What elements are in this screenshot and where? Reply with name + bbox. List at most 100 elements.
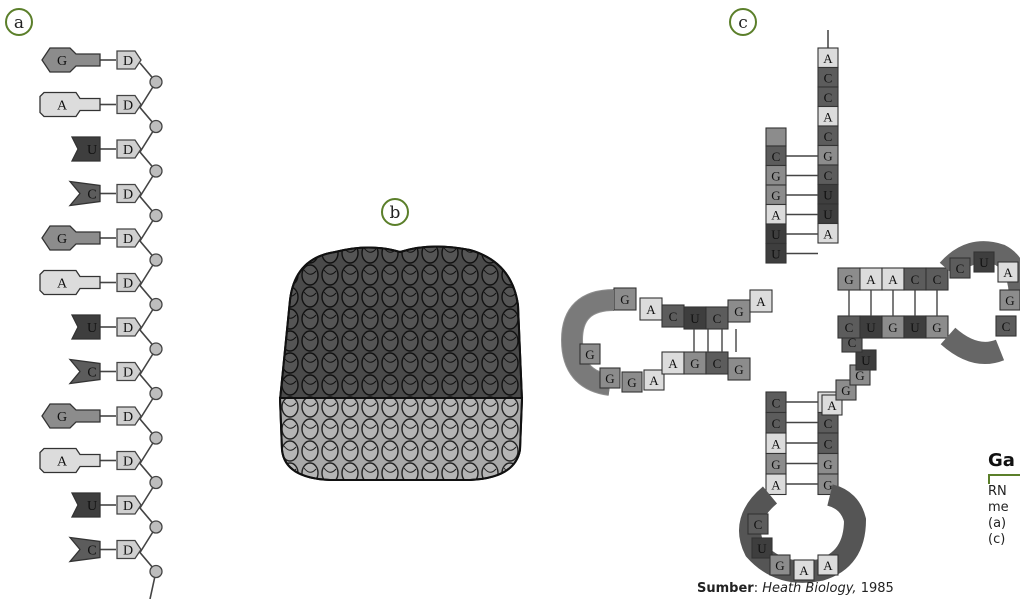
nucleotide-cell: C bbox=[766, 146, 786, 166]
base-label: U bbox=[87, 321, 97, 336]
nucleotide-cell: G bbox=[770, 555, 790, 575]
label-a: a bbox=[6, 9, 32, 35]
nucleotide-cell: U bbox=[752, 538, 772, 558]
phosphate-circle bbox=[150, 210, 162, 222]
nucleotide-cell: G bbox=[600, 368, 620, 388]
base-label: U bbox=[771, 246, 781, 261]
nucleotide-cell: A bbox=[860, 268, 882, 290]
base-label: A bbox=[649, 373, 659, 388]
base-label: A bbox=[668, 356, 678, 371]
nucleotide-cell: U bbox=[766, 244, 786, 264]
base-label: C bbox=[824, 90, 833, 105]
base-label: A bbox=[771, 207, 781, 222]
base-label: C bbox=[956, 261, 965, 276]
base-label: G bbox=[734, 362, 743, 377]
sugar-label: D bbox=[123, 410, 133, 425]
sugar-label: D bbox=[123, 54, 133, 69]
nucleotide-cell: A bbox=[882, 268, 904, 290]
nucleotide-cell: A bbox=[818, 555, 838, 575]
base-label: G bbox=[771, 457, 780, 472]
caption-line: (a) bbox=[988, 516, 1020, 532]
nucleotide-cell: C bbox=[818, 165, 838, 185]
base-shape bbox=[42, 404, 100, 428]
base-label: A bbox=[771, 436, 781, 451]
base-label: A bbox=[756, 294, 766, 309]
label-c: c bbox=[730, 9, 756, 35]
sugar-label: D bbox=[123, 277, 133, 292]
base-label: C bbox=[824, 436, 833, 451]
sugar-label: D bbox=[123, 188, 133, 203]
base-label: C bbox=[772, 416, 781, 431]
source-citation: Sumber: Heath Biology, 1985 bbox=[697, 581, 894, 596]
nucleotide-cell: C bbox=[904, 268, 926, 290]
nucleotide-cell: A bbox=[766, 205, 786, 225]
base-label: C bbox=[1002, 319, 1011, 334]
phosphate-circle bbox=[150, 299, 162, 311]
nucleotide-cell: U bbox=[904, 316, 926, 338]
base-label: A bbox=[823, 109, 833, 124]
nucleotide: DU bbox=[72, 493, 162, 533]
caption-rule bbox=[988, 474, 1020, 484]
nucleotide-cell: C bbox=[996, 316, 1016, 336]
nucleotide-cell: U bbox=[818, 185, 838, 205]
base-label: G bbox=[844, 272, 853, 287]
nucleotide-cell: C bbox=[926, 268, 948, 290]
base-label: C bbox=[824, 70, 833, 85]
nucleotide-cell: G bbox=[728, 300, 750, 322]
sugar-label: D bbox=[123, 143, 133, 158]
base-label: A bbox=[57, 99, 68, 114]
base-label: G bbox=[932, 320, 941, 335]
nucleotide-cell: U bbox=[974, 252, 994, 272]
nucleotide-cell: C bbox=[838, 316, 860, 338]
nucleotide-cell: G bbox=[766, 166, 786, 186]
sugar-label: D bbox=[123, 455, 133, 470]
sugar-label: D bbox=[123, 99, 133, 114]
nucleotide-cell: G bbox=[926, 316, 948, 338]
figure-caption: Ga RN me (a) (c) bbox=[988, 450, 1020, 548]
base-label: A bbox=[57, 455, 68, 470]
caption-title: Ga bbox=[988, 450, 1020, 472]
base-label: G bbox=[823, 148, 832, 163]
nucleotide-cell: G bbox=[818, 454, 838, 475]
nucleotide: DC bbox=[70, 360, 162, 400]
base-label: C bbox=[713, 356, 722, 371]
base-label: G bbox=[605, 371, 614, 386]
base-label: U bbox=[823, 187, 833, 202]
base-label: G bbox=[585, 347, 594, 362]
nucleotide-cell: A bbox=[818, 107, 838, 127]
label-a-text: a bbox=[14, 13, 24, 33]
base-label: A bbox=[646, 302, 656, 317]
base-label: G bbox=[57, 232, 67, 247]
base-label: C bbox=[87, 188, 96, 203]
nucleotide-cell: A bbox=[794, 560, 814, 580]
base-label: C bbox=[772, 149, 781, 164]
nucleotide: DC bbox=[70, 538, 162, 578]
base-label: C bbox=[87, 544, 96, 559]
nucleotide: DU bbox=[72, 137, 162, 177]
base-label: G bbox=[771, 168, 780, 183]
base-label: G bbox=[841, 383, 850, 398]
nucleotide-cell: G bbox=[766, 185, 786, 205]
base-label: C bbox=[933, 272, 942, 287]
nucleotide-cell: G bbox=[728, 358, 750, 380]
caption-line: RN bbox=[988, 484, 1020, 500]
nucleotide-cell: A bbox=[662, 352, 684, 374]
base-label: G bbox=[1005, 293, 1014, 308]
nucleotide-cell: A bbox=[644, 370, 664, 390]
nucleotide-cell: C bbox=[818, 433, 838, 454]
base-label: C bbox=[911, 272, 920, 287]
base-label: G bbox=[888, 320, 897, 335]
phosphate-circle bbox=[150, 343, 162, 355]
base-label: U bbox=[87, 143, 97, 158]
base-label: C bbox=[845, 320, 854, 335]
base-label: U bbox=[866, 320, 876, 335]
base-label: A bbox=[57, 277, 68, 292]
base-label: G bbox=[771, 188, 780, 203]
source-year: 1985 bbox=[861, 581, 894, 596]
base-label: A bbox=[823, 558, 833, 573]
base-label: U bbox=[910, 320, 920, 335]
nucleotide-cell: C bbox=[662, 305, 684, 327]
trna-cloverleaf-diagram: ACCACGCUUACGGAUUGACUCGAGGGAAGCGCCAGAACCG… bbox=[572, 30, 1020, 580]
base-label: U bbox=[861, 353, 871, 368]
